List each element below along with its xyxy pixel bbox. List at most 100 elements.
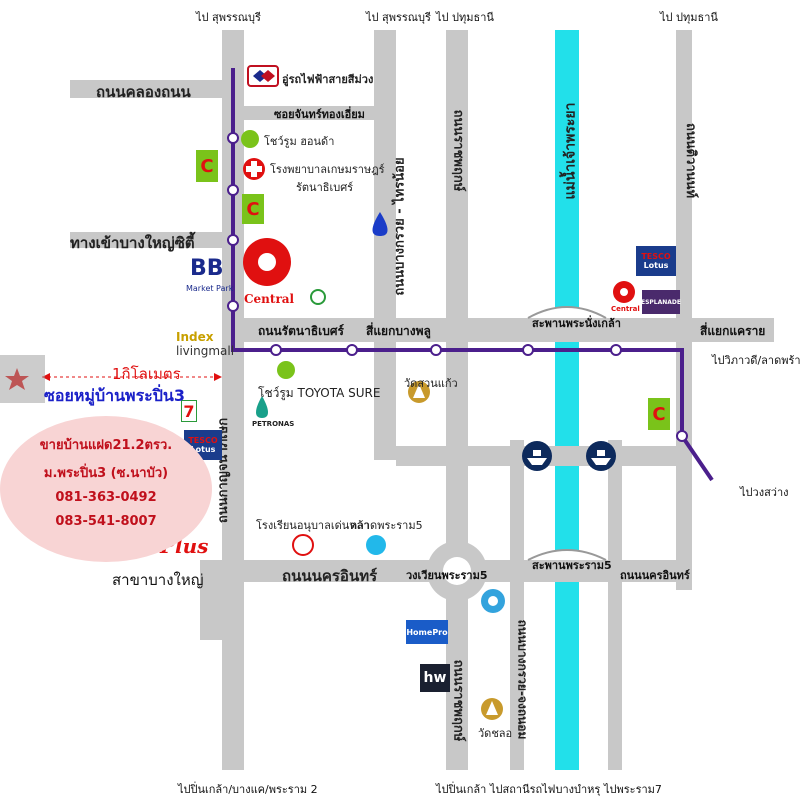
- depot-icon: [247, 65, 279, 87]
- tesco-right-lotus: Lotus: [643, 261, 669, 270]
- road-label-bang-phlu: สี่แยกบางพลู: [366, 324, 431, 338]
- hw-label: hw: [423, 670, 447, 686]
- ship-icon: [586, 441, 616, 471]
- road-rama5-east: [608, 440, 622, 770]
- station: [676, 430, 688, 442]
- poi-wat-suan-kaeo: วัดสวนแก้ว: [404, 377, 458, 390]
- central-right-logo-icon: [613, 281, 635, 303]
- seven-eleven-label: 7: [183, 401, 195, 421]
- toyota-dot-icon: [277, 361, 295, 379]
- ship-icon: [522, 441, 552, 471]
- direction-wong-sawang: ไปวงสว่าง: [740, 486, 789, 499]
- poi-school: โรงเรียนอนุบาลเด่นหล้า: [256, 519, 370, 532]
- station: [227, 300, 239, 312]
- esplanade-label: ESPLANADE: [640, 298, 682, 306]
- station: [346, 344, 358, 356]
- station: [227, 234, 239, 246]
- tesco-left-name: TESCO: [188, 436, 218, 445]
- direction-vibhavadi: ไปวิภาวดี/ลาดพร้าว: [712, 354, 800, 367]
- river-label: แม่น้ำเจ้าพระยา: [562, 102, 579, 200]
- poi-toyota: โชว์รูม TOYOTA SURE: [258, 386, 381, 400]
- central-logo-icon: [243, 238, 291, 286]
- distance-label: 1กิโลเมตร: [112, 365, 181, 383]
- poi-rama5-market: ตลาดพระราม5: [350, 519, 423, 532]
- school-icon: [292, 534, 314, 556]
- station: [522, 344, 534, 356]
- esplanade-badge: ESPLANADE: [640, 290, 682, 314]
- seven-eleven-badge: 7: [181, 400, 197, 422]
- temple-icon: [481, 698, 503, 720]
- direction-pinklao-2: ไปปิ่นเกล้า: [436, 783, 487, 796]
- sale-info-bubble: [0, 416, 212, 562]
- big-c-letter: C: [246, 198, 260, 220]
- road-label-rama5-circle: วงเวียนพระราม5: [406, 569, 488, 582]
- road-kanchanaphisek: [222, 30, 244, 770]
- tesco-right-badge: TESCO Lotus: [636, 246, 676, 276]
- poi-bb-logo: BB: [190, 256, 224, 281]
- poi-bang-yai-branch: สาขาบางใหญ่: [112, 571, 204, 589]
- direction-suphan-right: ไป สุพรรณบุรี: [366, 11, 431, 24]
- market-dot-icon: [366, 535, 386, 555]
- tesco-right-name: TESCO: [641, 252, 671, 261]
- big-c-right-badge: C: [648, 398, 670, 430]
- road-label-tiwanon: ถนนติวานนท์: [683, 122, 699, 199]
- road-label-bang-yai-entrance: ทางเข้าบางใหญ่ซิตี้: [70, 234, 195, 252]
- station: [610, 344, 622, 356]
- station: [227, 132, 239, 144]
- road-label-ratchaphruek-top: ถนนราชพฤกษ์: [450, 109, 466, 192]
- road-label-khae-rai: สี่แยกแคราย: [700, 324, 766, 338]
- direction-pinklao-1: ไปปิ่นเกล้า/บางแค/พระราม 2: [178, 783, 318, 796]
- direction-pathum-1: ไป ปทุมธานี: [436, 11, 494, 24]
- purple-line: [231, 68, 714, 482]
- road-label-ratchaphruek-bottom: ถนนราชพฤกษ์: [450, 659, 466, 742]
- arrow-right-icon: [214, 373, 222, 381]
- road-label-phra-nang-klao: สะพานพระนั่งเกล้า: [532, 317, 621, 330]
- sale-phone-2: 083-541-8007: [55, 514, 157, 529]
- poi-bb-sub: Market Park: [186, 284, 234, 293]
- road-label-nakhon-in-right: ถนนนครอินทร์: [620, 569, 690, 582]
- big-c-mid-badge: C: [242, 194, 264, 224]
- road-label-rama5-bridge: สะพานพระราม5: [532, 559, 612, 572]
- road-bang-kruai-sai-noi: [374, 30, 396, 460]
- bridge-phra-nang-klao: [527, 306, 607, 319]
- roundabout-center: [443, 557, 471, 585]
- poi-central-right: Central: [611, 305, 640, 313]
- tesco-left-lotus: Lotus: [190, 445, 216, 454]
- soi-name-label: ซอยหมู่บ้านพระปิ่น3: [44, 386, 185, 405]
- big-c-left-badge: C: [196, 150, 218, 182]
- big-c-letter: C: [200, 155, 214, 177]
- road-label-soi-chan: ซอยจันทร์ทองเอี่ยม: [274, 108, 365, 121]
- road-rattanathibet: [222, 318, 774, 342]
- hw-badge: hw: [420, 664, 450, 692]
- arrow-left-icon: [42, 373, 50, 381]
- poi-hospital-2: รัตนาธิเบศร์: [296, 181, 354, 194]
- station: [430, 344, 442, 356]
- road-label-nakhon-in: ถนนนครอินทร์: [282, 567, 378, 585]
- kbank-icon: [310, 289, 326, 305]
- direction-bang-bamru: ไปสถานีรถไฟบางบำหรุ: [490, 783, 601, 796]
- poi-index-1: Index: [176, 330, 214, 344]
- honda-dot-icon: [241, 130, 259, 148]
- direction-rama7: ไปพระราม7: [604, 783, 662, 796]
- homepro-badge: HomePro: [406, 620, 448, 644]
- road-bang-kruai-jong-thanom: [510, 440, 524, 770]
- road-soi-chan-thongiam: [244, 106, 396, 120]
- poi-petronas: PETRONAS: [252, 420, 295, 428]
- ptt-icon: [372, 212, 388, 236]
- road-label-khlong-thanon: ถนนคลองถนน: [96, 83, 191, 101]
- petronas-icon: [256, 396, 268, 418]
- direction-pathum-2: ไป ปทุมธานี: [660, 11, 718, 24]
- chaophraya-river: [555, 30, 579, 770]
- poi-wat-chalo: วัดชลอ: [478, 727, 513, 740]
- hospital-icon: [243, 158, 265, 180]
- road-label-rattanathibet: ถนนรัตนาธิเบศร์: [258, 324, 344, 338]
- sale-line-1: ขายบ้านแฝด21.2ตรว.: [39, 438, 173, 453]
- poi-hospital-1: โรงพยาบาลเกษมราษฎร์: [270, 163, 385, 176]
- road-bang-yai-branch: [200, 582, 222, 640]
- soi-marker: [0, 355, 45, 403]
- poi-honda: โชว์รูม ฮอนด้า: [264, 135, 335, 148]
- road-khlong-thanon: [70, 80, 244, 98]
- station: [270, 344, 282, 356]
